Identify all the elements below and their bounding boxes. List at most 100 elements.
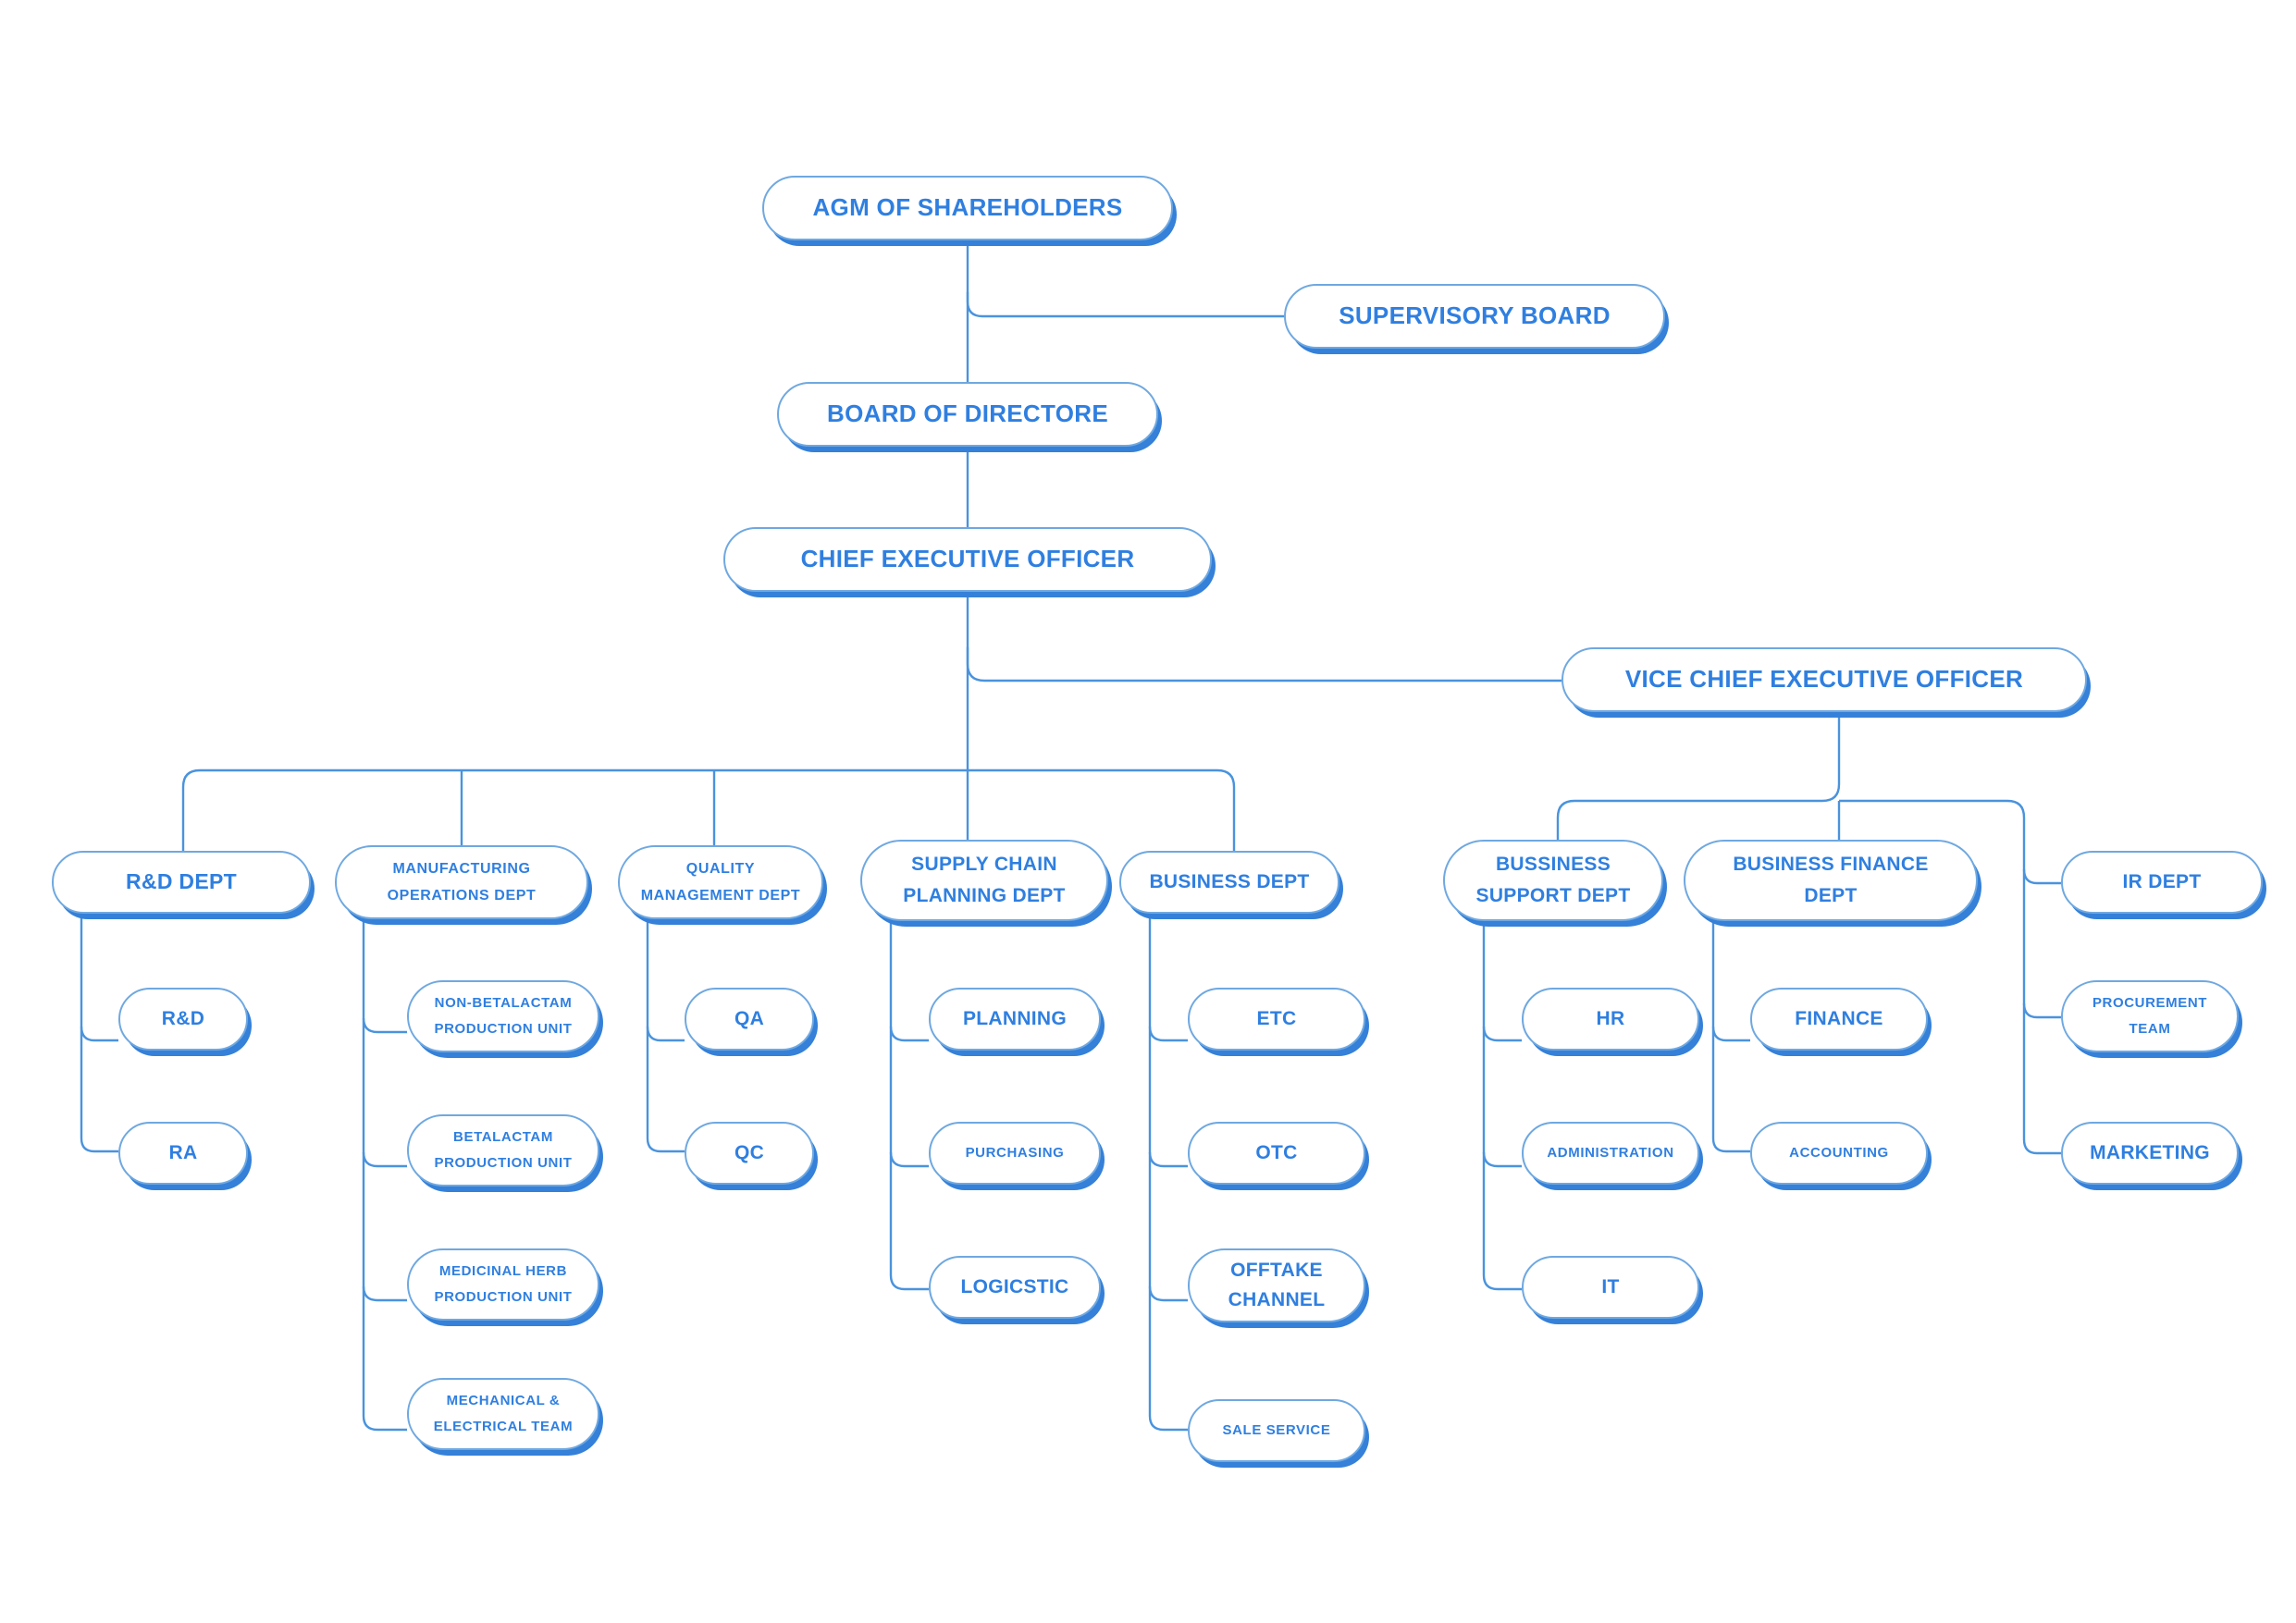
- node-supply-chain-planning-dept[interactable]: SUPPLY CHAIN PLANNING DEPT: [860, 840, 1108, 921]
- node-label-line2: PLANNING DEPT: [903, 884, 1066, 906]
- node-label: ETC: [1256, 1007, 1297, 1029]
- node-label: RA: [168, 1141, 198, 1163]
- wire-bsd-to-it: [1482, 914, 1522, 1291]
- node-label-line1: NON-BETALACTAM: [434, 995, 573, 1012]
- node-purchasing[interactable]: PURCHASING: [929, 1122, 1101, 1185]
- node-label-line2: OPERATIONS DEPT: [387, 887, 537, 904]
- node-planning[interactable]: PLANNING: [929, 988, 1101, 1051]
- node-supervisory-board[interactable]: SUPERVISORY BOARD: [1284, 284, 1665, 349]
- node-agm-of-shareholders[interactable]: AGM OF SHAREHOLDERS: [762, 176, 1173, 240]
- node-label-line2: MANAGEMENT DEPT: [640, 887, 801, 904]
- wire-ir-spine-to-ir-dept: [2022, 868, 2061, 885]
- node-it[interactable]: IT: [1522, 1256, 1699, 1319]
- node-mechanical-electrical-team[interactable]: MECHANICAL & ELECTRICAL TEAM: [407, 1378, 599, 1450]
- wire-mfg-to-betalactam: [362, 1151, 407, 1168]
- node-label-line2: CHANNEL: [1228, 1288, 1326, 1310]
- node-vice-chief-executive-officer[interactable]: VICE CHIEF EXECUTIVE OFFICER: [1562, 647, 2087, 712]
- node-label-line1: BUSINESS FINANCE: [1733, 854, 1929, 876]
- node-label: PLANNING: [962, 1007, 1068, 1029]
- wire-scp-to-logicstic: [889, 914, 929, 1291]
- node-otc[interactable]: OTC: [1188, 1122, 1365, 1185]
- node-label: QA: [734, 1007, 765, 1029]
- node-betalactam-production-unit[interactable]: BETALACTAM PRODUCTION UNIT: [407, 1114, 599, 1187]
- node-label: VICE CHIEF EXECUTIVE OFFICER: [1624, 665, 2024, 694]
- node-label-line1: SUPPLY CHAIN: [911, 854, 1057, 876]
- node-label: IT: [1601, 1275, 1620, 1297]
- node-label-line2: PRODUCTION UNIT: [434, 1020, 573, 1037]
- wire-mfg-to-non-betalactam: [362, 1017, 407, 1034]
- node-label: CHIEF EXECUTIVE OFFICER: [800, 545, 1135, 573]
- node-hr[interactable]: HR: [1522, 988, 1699, 1051]
- node-label-line1: BUSSINESS: [1495, 854, 1611, 876]
- node-label-line2: TEAM: [2129, 1020, 2171, 1037]
- wire-rd-dept-to-ra: [80, 914, 118, 1153]
- node-label-line1: PROCUREMENT: [2092, 995, 2208, 1012]
- node-bussiness-support-dept[interactable]: BUSSINESS SUPPORT DEPT: [1443, 840, 1663, 921]
- node-procurement-team[interactable]: PROCUREMENT TEAM: [2061, 980, 2239, 1052]
- wire-bd-to-otc: [1148, 1151, 1188, 1168]
- wire-scp-to-purchasing: [889, 1151, 929, 1168]
- node-rd-dept[interactable]: R&D DEPT: [52, 851, 311, 914]
- node-etc[interactable]: ETC: [1188, 988, 1365, 1051]
- node-label: IR DEPT: [2122, 870, 2202, 892]
- node-sale-service[interactable]: SALE SERVICE: [1188, 1399, 1365, 1462]
- wire-ir-spine-to-marketing: [2022, 1138, 2061, 1155]
- node-business-finance-dept[interactable]: BUSINESS FINANCE DEPT: [1684, 840, 1978, 921]
- node-qc[interactable]: QC: [685, 1122, 814, 1185]
- node-label: SALE SERVICE: [1222, 1421, 1331, 1438]
- node-label: AGM OF SHAREHOLDERS: [812, 193, 1123, 222]
- wire-qm-to-qa: [646, 1026, 685, 1042]
- wire-agm-to-supervisory-board: [966, 292, 1284, 318]
- node-business-dept[interactable]: BUSINESS DEPT: [1119, 851, 1339, 914]
- node-label-line1: OFFTAKE: [1230, 1260, 1323, 1282]
- node-label-line2: PRODUCTION UNIT: [434, 1288, 573, 1305]
- node-label-line2: PRODUCTION UNIT: [434, 1154, 573, 1171]
- node-label: SUPERVISORY BOARD: [1339, 301, 1611, 330]
- node-finance[interactable]: FINANCE: [1750, 988, 1928, 1051]
- node-logicstic[interactable]: LOGICSTIC: [929, 1256, 1101, 1319]
- node-board-of-directore[interactable]: BOARD OF DIRECTORE: [777, 382, 1158, 447]
- node-ir-dept[interactable]: IR DEPT: [2061, 851, 2263, 914]
- node-label: FINANCE: [1795, 1007, 1883, 1029]
- node-non-betalactam-production-unit[interactable]: NON-BETALACTAM PRODUCTION UNIT: [407, 980, 599, 1052]
- node-ra[interactable]: RA: [118, 1122, 248, 1185]
- node-label: PURCHASING: [965, 1144, 1065, 1161]
- wire-bsd-to-hr: [1482, 1026, 1522, 1042]
- node-offtake-channel[interactable]: OFFTAKE CHANNEL: [1188, 1248, 1365, 1322]
- wire-scp-to-planning: [889, 1026, 929, 1042]
- wire-bd-to-sale-service: [1148, 914, 1188, 1432]
- node-label-line1: MANUFACTURING: [392, 860, 531, 877]
- node-label: ACCOUNTING: [1789, 1144, 1889, 1161]
- node-label-line2: DEPT: [1804, 884, 1858, 906]
- node-rd[interactable]: R&D: [118, 988, 248, 1051]
- node-label-line1: MECHANICAL &: [446, 1393, 561, 1409]
- wire-mfg-to-medicinal-herb: [362, 1285, 407, 1302]
- wire-ir-spine-to-procurement: [2022, 1002, 2061, 1019]
- wire-ceo-to-vice-ceo: [966, 647, 1562, 682]
- wire-bd-to-etc: [1148, 1026, 1188, 1042]
- node-label-line2: ELECTRICAL TEAM: [433, 1418, 574, 1434]
- node-label: HR: [1596, 1007, 1625, 1029]
- node-qa[interactable]: QA: [685, 988, 814, 1051]
- node-quality-management-dept[interactable]: QUALITY MANAGEMENT DEPT: [618, 845, 823, 919]
- node-label: OTC: [1255, 1141, 1298, 1163]
- node-manufacturing-operations-dept[interactable]: MANUFACTURING OPERATIONS DEPT: [335, 845, 588, 919]
- node-label: R&D DEPT: [126, 869, 237, 894]
- node-label: QC: [734, 1141, 765, 1163]
- wire-rd-dept-to-rd: [80, 1026, 118, 1042]
- wire-bsd-to-administration: [1482, 1151, 1522, 1168]
- node-administration[interactable]: ADMINISTRATION: [1522, 1122, 1699, 1185]
- node-label: ADMINISTRATION: [1547, 1144, 1674, 1161]
- node-medicinal-herb-production-unit[interactable]: MEDICINAL HERB PRODUCTION UNIT: [407, 1248, 599, 1321]
- node-label-line1: QUALITY: [685, 860, 756, 877]
- node-accounting[interactable]: ACCOUNTING: [1750, 1122, 1928, 1185]
- node-marketing[interactable]: MARKETING: [2061, 1122, 2239, 1185]
- wire-bd-to-offtake-channel: [1148, 1285, 1188, 1302]
- node-chief-executive-officer[interactable]: CHIEF EXECUTIVE OFFICER: [723, 527, 1212, 592]
- node-label-line2: SUPPORT DEPT: [1475, 884, 1631, 906]
- node-label-line1: MEDICINAL HERB: [438, 1263, 568, 1280]
- node-label: BUSINESS DEPT: [1149, 870, 1310, 892]
- wire-mfg-to-mechanical: [362, 914, 407, 1432]
